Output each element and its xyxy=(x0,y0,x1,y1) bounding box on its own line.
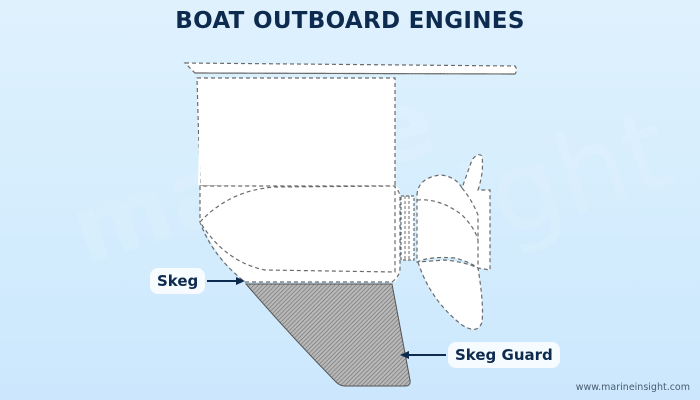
engine-top-bracket xyxy=(183,62,518,75)
skeg-label: Skeg xyxy=(150,268,206,294)
propeller-hub xyxy=(400,195,415,261)
propeller xyxy=(416,154,491,330)
skeg-guard-arrow xyxy=(400,351,446,359)
skeg-arrow xyxy=(207,277,245,285)
source-credit: www.marineinsight.com xyxy=(575,382,690,393)
skeg-guard-label: Skeg Guard xyxy=(448,342,560,368)
gearcase-outline xyxy=(199,185,401,283)
diagram-title: BOAT OUTBOARD ENGINES xyxy=(175,8,525,34)
engine-midsection xyxy=(196,77,396,187)
skeg-guard xyxy=(244,283,411,387)
torpedo-bulge xyxy=(199,185,396,273)
